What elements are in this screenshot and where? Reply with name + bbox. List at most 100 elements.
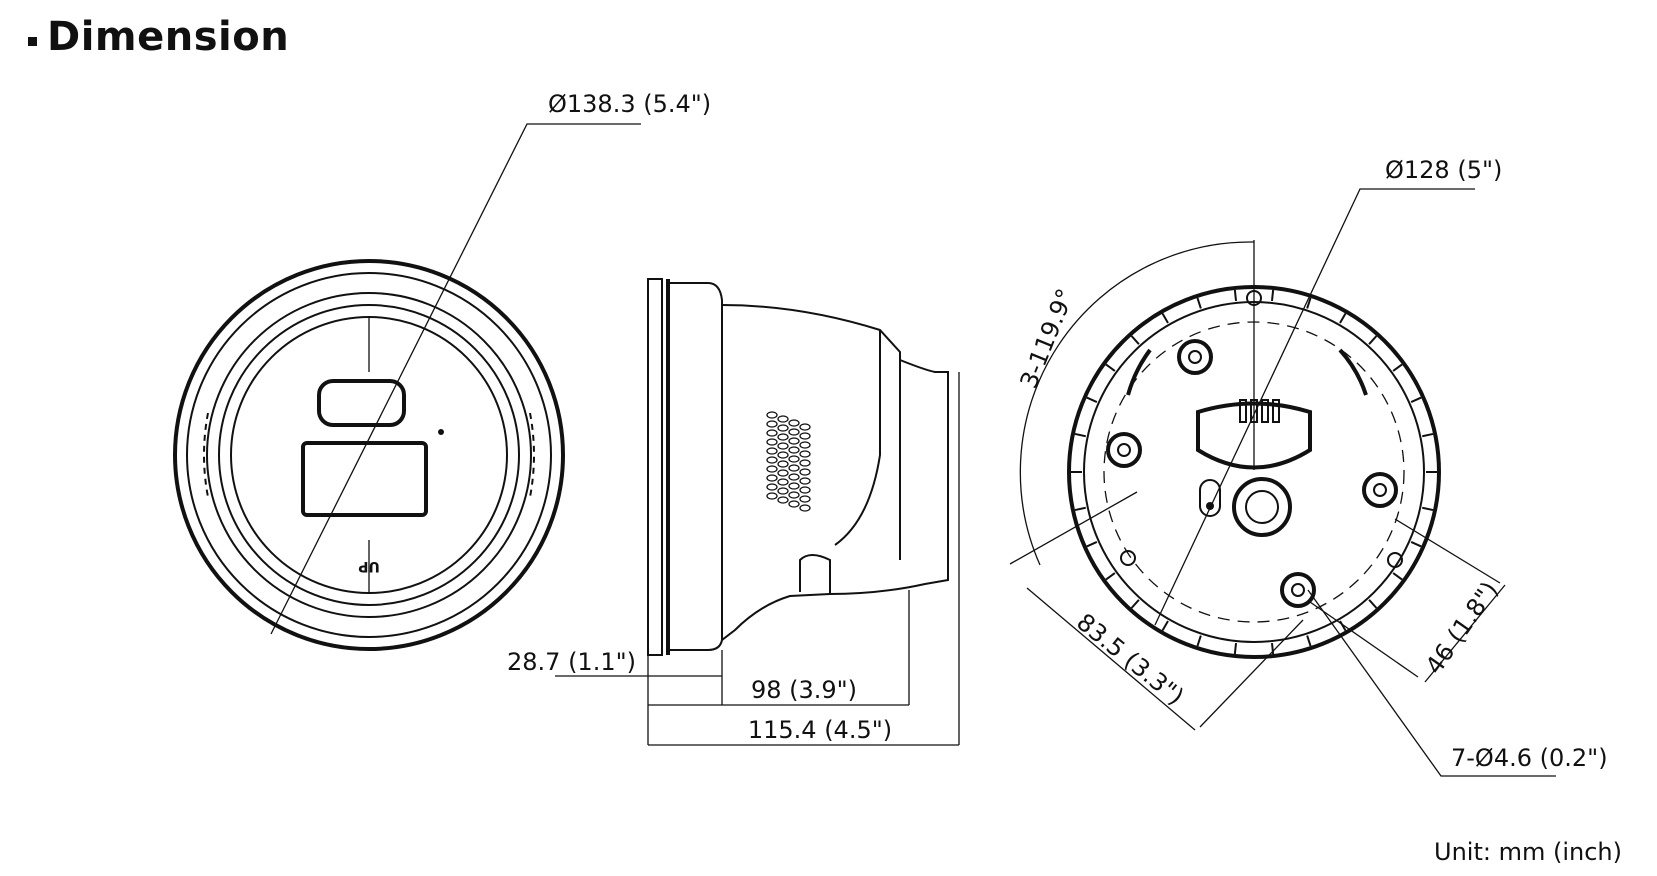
front-bezel-inner [218, 304, 520, 606]
rim-notch [1392, 572, 1403, 581]
base-hole-spacing-line [1026, 587, 1196, 731]
rim-notch [1130, 599, 1140, 609]
rim-notch [1233, 642, 1238, 655]
vent-hole [766, 474, 778, 482]
vent-hole [766, 411, 778, 419]
front-diameter-leader [270, 123, 641, 635]
vent-hole [777, 433, 789, 441]
rim-notch [1410, 541, 1422, 548]
rim-notch [1339, 620, 1347, 631]
screw-hole [1280, 572, 1316, 608]
base-cable-hole-inner [1245, 490, 1279, 524]
base-spacing-ext-a [1009, 491, 1138, 565]
side-base-ring [668, 282, 723, 651]
section-title: Dimension [47, 14, 290, 60]
front-outer-ring [173, 259, 565, 651]
base-diameter-leader [1154, 188, 1475, 626]
vent-hole [766, 492, 778, 500]
rim-notch [1074, 432, 1086, 438]
front-diameter-label: Ø138.3 (5.4") [548, 90, 711, 118]
base-angle-arc [1019, 241, 1255, 566]
rim-notch [1233, 289, 1238, 302]
base-diameter-label: Ø128 (5") [1385, 156, 1502, 184]
vent-hole [777, 424, 789, 432]
base-spacing-ext-b [1199, 619, 1304, 728]
screw-hole [1177, 339, 1213, 375]
front-lens-window [301, 441, 428, 517]
rim-notch [1306, 635, 1312, 647]
rim-notch [1196, 635, 1202, 647]
vent-hole [799, 432, 811, 440]
vent-hole [788, 455, 800, 463]
vent-hole [777, 496, 789, 504]
rim-notch [1196, 297, 1202, 309]
vent-hole [766, 447, 778, 455]
vent-hole [766, 456, 778, 464]
side-body [721, 304, 949, 641]
vent-hole [799, 459, 811, 467]
screw-hole-center [1373, 483, 1387, 497]
rim-notch [1105, 572, 1116, 581]
unit-note: Unit: mm (inch) [1434, 838, 1622, 866]
vent-hole [799, 504, 811, 512]
side-mount-plate [647, 278, 663, 656]
rim-notch [1270, 642, 1275, 655]
side-total-depth-label: 115.4 (4.5") [748, 716, 892, 744]
vent-hole [788, 491, 800, 499]
side-body-edge [834, 330, 881, 546]
vent-hole [788, 464, 800, 472]
base-offset-dim-line [1424, 584, 1506, 683]
vent-hole [788, 428, 800, 436]
screw-hole [1387, 552, 1403, 568]
rim-notch [1270, 289, 1275, 302]
vent-hole [788, 419, 800, 427]
side-base-height-label: 28.7 (1.1") [507, 648, 636, 676]
vent-hole [766, 438, 778, 446]
vent-hole [766, 465, 778, 473]
base-arc-slot-right [1338, 348, 1368, 396]
front-inner-ring [186, 272, 552, 638]
rim-notch [1368, 599, 1378, 609]
front-view: UP Ø138.3 (5.4") [173, 90, 711, 651]
bullet-marker [28, 36, 37, 46]
vent-hole [788, 473, 800, 481]
vent-hole [799, 423, 811, 431]
screw-hole [1106, 432, 1142, 468]
rim-notch [1422, 506, 1434, 512]
screw-hole-center [1117, 443, 1131, 457]
vent-hole [799, 468, 811, 476]
rim-notch [1105, 363, 1116, 372]
rim-notch [1422, 432, 1434, 438]
vent-hole [777, 451, 789, 459]
base-hole-leader [1307, 589, 1556, 777]
front-up-mark: UP [358, 558, 380, 574]
base-cable-hole [1232, 477, 1292, 537]
rim-notch [1368, 335, 1378, 345]
vent-hole [799, 486, 811, 494]
side-view: 28.7 (1.1") 98 (3.9") 115.4 (4.5") [507, 278, 960, 746]
vent-hole [799, 441, 811, 449]
rim-notch [1161, 620, 1169, 631]
vent-hole [777, 460, 789, 468]
vent-hole [777, 442, 789, 450]
base-connector-pins [1239, 399, 1280, 423]
vent-hole [799, 450, 811, 458]
rim-notch [1339, 313, 1347, 324]
rim-notch [1161, 313, 1169, 324]
base-view: 3-119.9° Ø128 (5") 83.5 (3.3") 46 (1.8")… [1009, 156, 1608, 777]
vent-hole [799, 495, 811, 503]
base-rim-notches [1071, 289, 1437, 655]
base-arc-slot-left [1126, 348, 1152, 396]
section-heading: Dimension [28, 14, 289, 60]
side-body-depth-label: 98 (3.9") [751, 676, 857, 704]
vent-hole [766, 483, 778, 491]
vent-hole [777, 487, 789, 495]
base-screw-holes [1106, 290, 1403, 608]
base-hole-offset-label: 46 (1.8") [1420, 576, 1504, 679]
base-connector-window [1196, 401, 1312, 470]
screw-hole-center [1188, 350, 1202, 364]
base-offset-ext-b [1309, 601, 1419, 678]
rim-notch [1410, 396, 1422, 403]
rim-notch [1086, 541, 1098, 548]
